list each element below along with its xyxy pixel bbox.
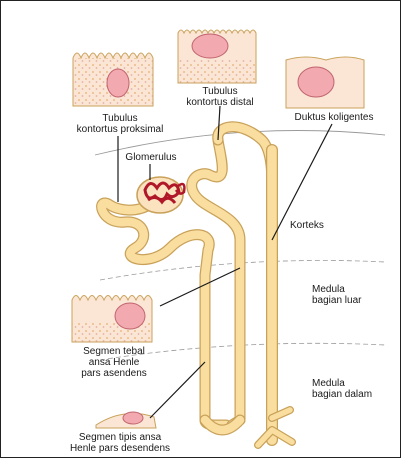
ascending-limb-distal-tubule <box>192 140 240 425</box>
proximal-tubule-cell-illustration <box>73 53 153 106</box>
label-tubulus-kontortus-distal: Tubulus kontortus distal <box>172 86 268 108</box>
label-duktus-koligentes: Duktus koligentes <box>282 112 386 123</box>
thick-ascending-limb-cell-illustration <box>72 296 152 343</box>
distal-tubule-cell-illustration <box>178 30 256 83</box>
label-medula-bagian-luar: Medula bagian luar <box>312 284 382 306</box>
label-segmen-tebal: Segmen tebal ansa Henle pars asendens <box>66 346 162 379</box>
label-korteks: Korteks <box>290 220 350 231</box>
thin-descending-limb-cell-illustration <box>96 412 156 428</box>
collecting-duct-cell-illustration <box>286 57 364 108</box>
glomerulus <box>137 177 184 213</box>
label-medula-bagian-dalam: Medula bagian dalam <box>312 378 392 400</box>
label-glomerulus: Glomerulus <box>120 152 182 163</box>
label-segmen-tipis: Segmen tipis ansa Henle pars desendens <box>54 432 186 454</box>
label-tubulus-kontortus-proksimal: Tubulus kontortus proksimal <box>68 113 172 135</box>
